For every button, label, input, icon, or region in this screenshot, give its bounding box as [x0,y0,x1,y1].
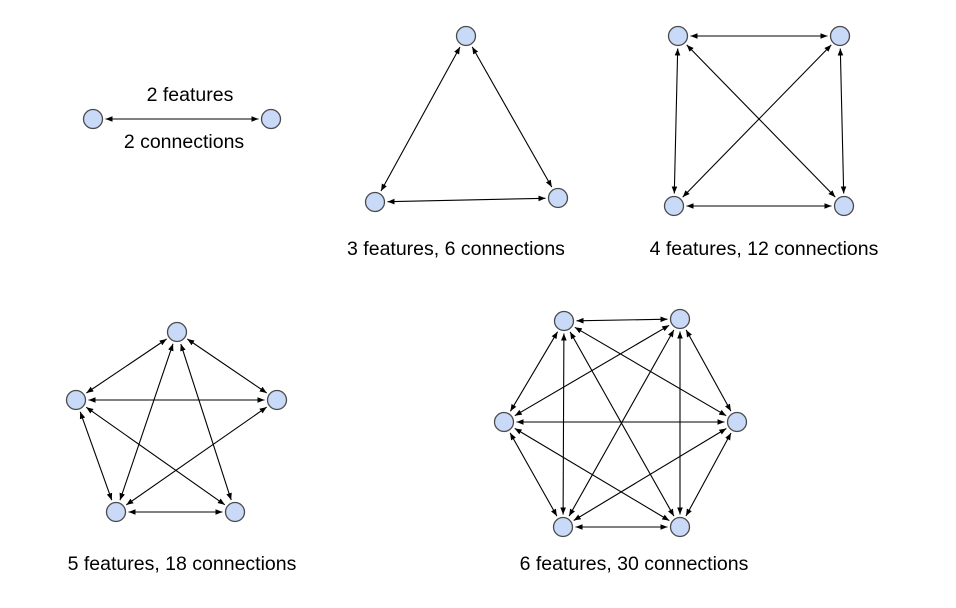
feature-node [65,389,87,411]
connection-arrow [186,338,268,394]
feature-node [166,321,188,343]
connection-arrow [685,432,732,517]
connection-arrow [509,432,558,517]
feature-node [552,516,574,538]
connection-arrow [514,324,670,417]
feature-node [833,195,855,217]
connection-arrow [85,406,226,506]
feature-node [669,308,691,330]
label-3-features: 3 features, 6 connections [347,238,565,260]
feature-node [829,25,851,47]
feature-node [726,411,748,433]
label-6-features: 6 features, 30 connections [520,553,749,575]
connection-arrow [79,411,113,501]
diagram-5-features [65,321,288,523]
connection-arrow [514,427,670,522]
connection-arrow [380,46,461,192]
feature-node [224,501,246,523]
label-2-features: 2 features [147,84,234,106]
feature-node [260,108,282,130]
connection-arrow [576,316,668,324]
connection-arrow [837,48,847,194]
feature-node [82,108,104,130]
connection-arrow [682,44,832,198]
diagram-2-features [82,108,282,130]
diagram-4-features [663,25,855,217]
feature-node [266,389,288,411]
connection-arrow [471,46,553,188]
feature-node [364,191,386,213]
connection-arrow [686,44,836,198]
connection-arrow [560,333,567,515]
feature-node [547,187,569,209]
feature-node [667,25,689,47]
connection-arrow [509,331,559,412]
connection-arrow [573,428,727,521]
connection-arrow [119,343,174,501]
feature-node [493,411,515,433]
feature-node [553,310,575,332]
diagram-3-features [364,25,569,213]
feature-node [669,516,691,538]
label-4-features: 4 features, 12 connections [650,238,879,260]
connection-arrow [86,338,167,394]
label-5-features: 5 features, 18 connections [68,553,297,575]
connection-arrow [671,48,681,194]
diagram-6-features [493,308,748,538]
connection-arrow [125,406,268,506]
connection-arrow [569,331,675,517]
label-2-connections: 2 connections [124,131,245,153]
feature-node [663,195,685,217]
feature-node [455,25,477,47]
connection-arrow [387,195,546,205]
feature-node [105,501,127,523]
connection-arrow [180,343,232,501]
connection-arrow [685,329,732,412]
